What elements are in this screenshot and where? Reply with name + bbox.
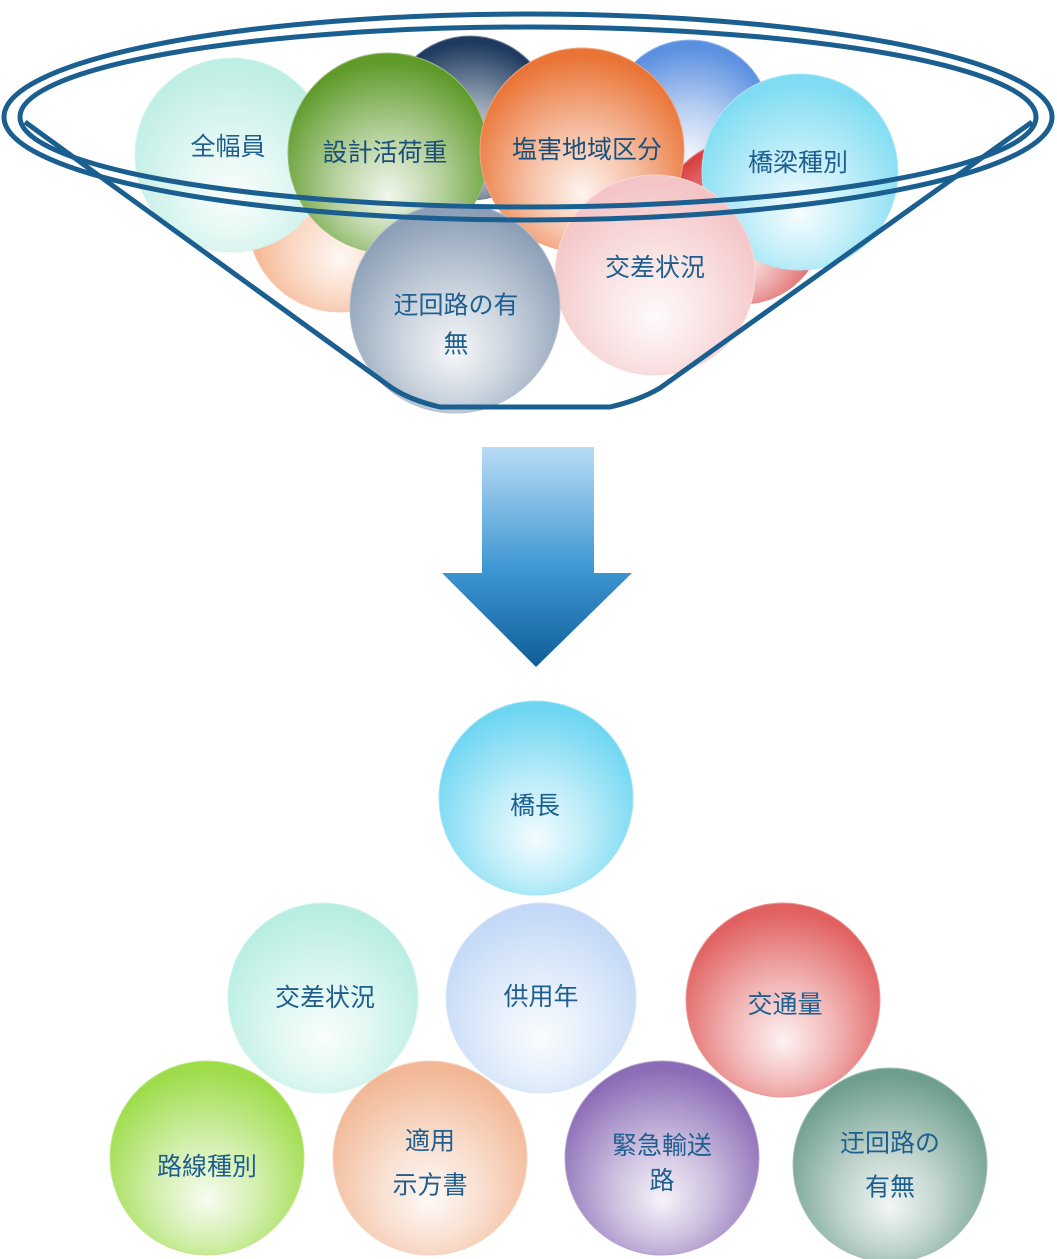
label-kyoryo-shubetsu: 橋梁種別 [747,148,849,178]
bubble-kyocho [438,700,634,896]
label-ukairo-umu: 迂回路の有 無 [393,290,519,358]
result-bubbles [109,700,988,1259]
bubble-rosen [109,1060,305,1256]
bubble-ukairo [349,202,561,414]
label-ukairo-umu-2: 迂回路の 有無 [839,1128,941,1201]
bubble-tekiyo [332,1060,528,1256]
label-tekiyo-shihosho: 適用 示方書 [392,1126,468,1199]
bubble-kotsuryo [685,902,881,1098]
label-kinkyu-yusoro: 緊急輸送 路 [611,1131,713,1195]
funnel-outline [1,11,1055,410]
bubble-kosa2 [227,902,419,1094]
label-zenpukuin: 全幅員 [190,132,266,162]
bubble-ukairo2 [792,1067,988,1259]
funnel-body [23,119,1034,410]
label-kyoyo-nen: 供用年 [503,982,579,1012]
bubble-kyoryo [701,73,899,271]
label-rosen-shubetsu: 路線種別 [156,1152,258,1182]
label-sekkei-katsukaju: 設計活荷重 [322,138,448,168]
label-kotsuryo: 交通量 [747,990,823,1020]
bubble-kyoyo [445,902,637,1094]
bubble-kinkyu [564,1060,760,1256]
funnel-bubbles [134,35,899,414]
down-arrow [442,447,632,667]
label-kosa-jokyo-2: 交差状況 [274,983,376,1013]
label-kosa-jokyo: 交差状況 [604,253,706,283]
funnel-rim-inner [17,24,1039,210]
funnel-rim-outer [1,11,1055,223]
label-kyocho: 橋長 [509,791,561,821]
arrow-shape [442,447,632,667]
label-engai-chiiki: 塩害地域区分 [511,135,663,165]
